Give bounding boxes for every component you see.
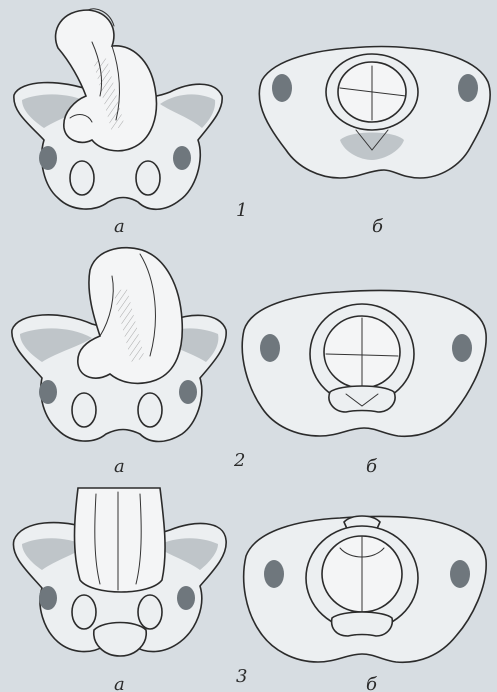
- row-2-right-label: б: [366, 456, 378, 477]
- figure-3a-pelvis-with-fetus: [13, 488, 226, 656]
- figure-1a-pelvis-with-fetus: [14, 9, 222, 209]
- row-3-right-label: б: [366, 674, 378, 692]
- row-1-number: 1: [236, 200, 247, 221]
- figure-2b-pelvis-inlet-view: [242, 291, 486, 437]
- row-3-number: 3: [236, 666, 247, 687]
- figure-2a-pelvis-with-fetus: [12, 248, 226, 442]
- row-2-left-label: а: [114, 456, 125, 477]
- row-1-left-label: а: [114, 216, 125, 237]
- figure-3b-pelvis-inlet-view: [244, 516, 486, 662]
- row-3-left-label: а: [114, 674, 125, 692]
- row-1-right-label: б: [372, 216, 384, 237]
- figure-1b-pelvis-inlet-view: [259, 47, 490, 179]
- row-2-number: 2: [233, 450, 245, 471]
